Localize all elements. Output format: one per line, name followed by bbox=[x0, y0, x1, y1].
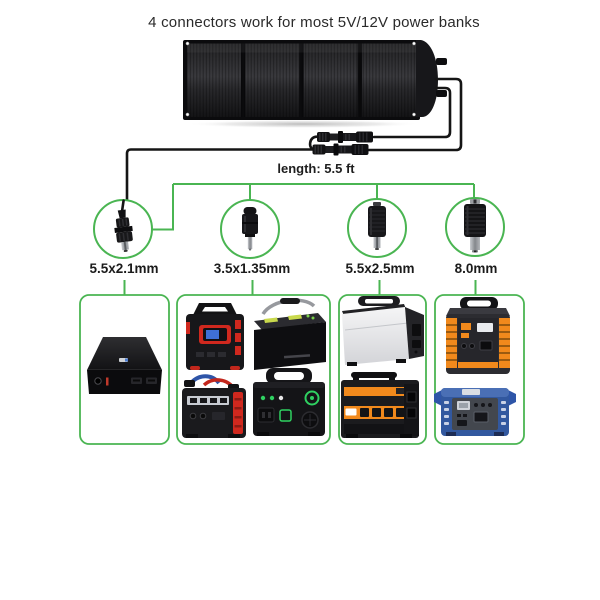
panel-rivets bbox=[185, 41, 416, 117]
dc-plug-5.5x2.1-icon bbox=[114, 199, 133, 252]
black-green-accent-power-station-icon bbox=[253, 368, 325, 436]
silver-power-station-icon bbox=[342, 296, 424, 366]
black-cube-power-station-icon bbox=[254, 298, 326, 370]
connector-size-label-2: 3.5x1.35mm bbox=[213, 261, 291, 276]
dc-plug-3.5x1.35-icon bbox=[242, 207, 258, 251]
output-cables bbox=[125, 77, 463, 204]
label-box-links bbox=[123, 280, 477, 296]
panel-buckle-tab bbox=[436, 90, 447, 97]
foldable-solar-panel-illustration bbox=[183, 40, 447, 129]
connector-size-label-1: 5.5x2.1mm bbox=[89, 261, 159, 276]
panel-buckle-tab bbox=[436, 58, 447, 65]
connector-size-label-3: 5.5x2.5mm bbox=[345, 261, 415, 276]
dc-plug-8.0-icon bbox=[464, 199, 486, 253]
connector-tree bbox=[152, 183, 475, 231]
cable-length-label: length: 5.5 ft bbox=[277, 161, 355, 176]
dc-plug-5.5x2.5-icon bbox=[368, 202, 386, 250]
solar-panel-shadow bbox=[186, 119, 420, 129]
rugged-jump-starter-power-station-icon bbox=[182, 374, 246, 438]
blue-power-station-icon bbox=[434, 388, 516, 436]
mc4-connector-pair-icon bbox=[317, 131, 373, 143]
black-red-display-power-station-icon bbox=[186, 303, 244, 370]
orange-power-station-icon bbox=[446, 297, 510, 374]
panel-cable-outer bbox=[367, 77, 463, 152]
panel-cable-inner bbox=[372, 86, 452, 139]
mc4-connector-pair-icon bbox=[312, 143, 369, 156]
main-extension-cable bbox=[125, 148, 314, 204]
connector-size-label-4: 8.0mm bbox=[454, 261, 498, 276]
panel-folded-edge bbox=[416, 40, 438, 118]
slim-laptop-power-bank-icon bbox=[87, 337, 162, 394]
black-orange-stripe-power-station-icon bbox=[341, 372, 419, 438]
page-title: 4 connectors work for most 5V/12V power … bbox=[148, 14, 480, 31]
